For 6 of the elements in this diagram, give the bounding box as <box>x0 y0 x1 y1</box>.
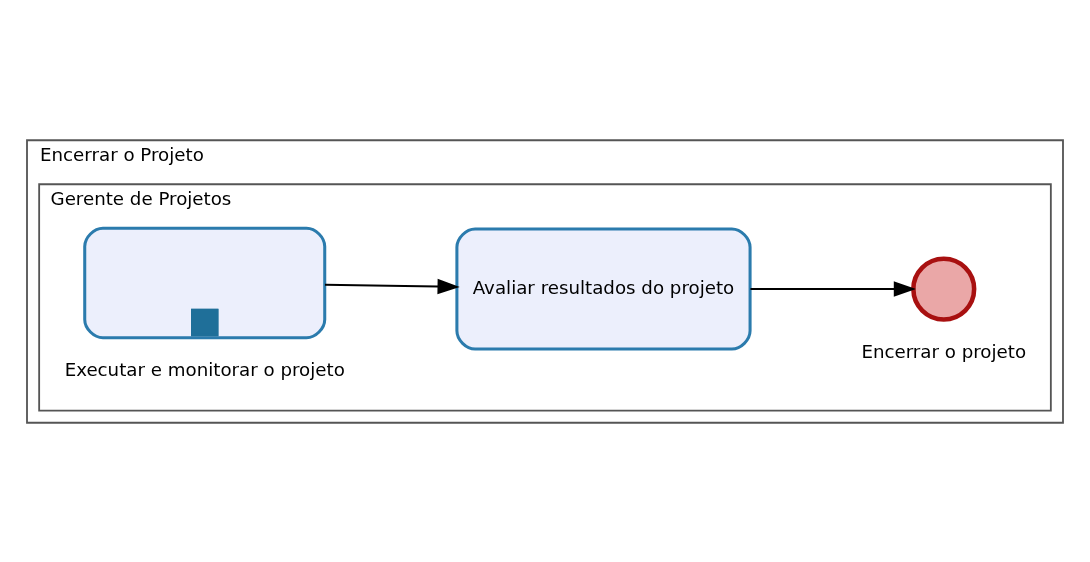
arrow <box>324 278 460 294</box>
node-box: Avaliar resultados do projeto <box>455 227 752 351</box>
node-label: Encerrar o projeto <box>861 340 1027 362</box>
node-label: Executar e monitorar o projeto <box>64 358 345 380</box>
arrow <box>749 280 916 297</box>
node-circle <box>911 255 977 322</box>
